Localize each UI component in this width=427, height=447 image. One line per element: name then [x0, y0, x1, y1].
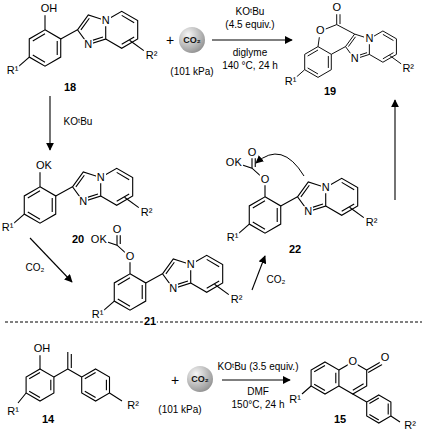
atom-label: N [186, 259, 196, 271]
compound-21 [101, 230, 228, 311]
compound-18 [19, 11, 144, 66]
atom-label: R¹ [6, 406, 20, 418]
atom-label: R¹ [288, 394, 302, 406]
condition-text: CO₂ [25, 263, 46, 274]
atom-label: R¹ [284, 76, 298, 88]
reaction-arrows [30, 40, 395, 380]
compound-number: 19 [323, 86, 337, 98]
atom-label: R¹ [226, 233, 240, 245]
atom-label: O [380, 352, 391, 364]
compound-number: 21 [143, 316, 157, 328]
condition-text: CO₂ [266, 275, 287, 286]
atom-label: O [247, 147, 258, 159]
atom-label: O [348, 356, 359, 368]
atom-label: R² [140, 207, 154, 219]
co2-sphere: CO₂ [187, 366, 213, 392]
atom-label: R² [126, 400, 140, 412]
atom-label: R² [365, 217, 379, 229]
atom-label: OH [33, 343, 52, 355]
plus-sign: + [165, 33, 175, 48]
atom-label: N [96, 172, 106, 184]
condition-text: KOᵗBu [235, 7, 266, 18]
compound-15 [302, 362, 400, 423]
atom-label: R² [401, 63, 415, 75]
compound-number: 18 [63, 82, 77, 94]
atom-label: R² [230, 294, 244, 306]
plus-sign: + [170, 373, 180, 388]
condition-text: KOᵗBu [63, 117, 94, 128]
molecule-label: CO₂ [183, 35, 201, 45]
divider [5, 322, 422, 323]
condition-text: (4.5 equiv.) [224, 20, 275, 31]
compound-number: 15 [333, 414, 347, 426]
condition-text: DMF [246, 387, 270, 398]
atom-label: O [125, 251, 136, 263]
atom-label: OH [40, 3, 59, 15]
atom-label: N [321, 182, 331, 194]
atom-label: OK [225, 157, 243, 169]
atom-label: N [303, 206, 313, 218]
compound-19 [296, 10, 402, 77]
atom-label: O [112, 224, 123, 236]
atom-label: OK [35, 160, 53, 172]
molecule-label: CO₂ [191, 374, 209, 384]
compound-number: 20 [71, 234, 85, 246]
atom-label: R² [403, 420, 417, 432]
atom-label: N [78, 196, 88, 208]
compound-20 [14, 168, 139, 223]
condition-text: 150°C, 24 h [231, 400, 286, 411]
atom-label: R² [145, 50, 159, 62]
compound-number: 14 [41, 414, 55, 426]
compound-14 [18, 352, 122, 403]
compound-number: 22 [288, 244, 302, 256]
atom-label: O [331, 2, 342, 14]
co2-sphere: CO₂ [179, 27, 205, 53]
atom-label: OK [90, 234, 108, 246]
atom-label: R¹ [91, 310, 105, 322]
atom-label: N [350, 53, 360, 65]
atom-label: N [101, 15, 111, 27]
compound-22 [236, 153, 363, 234]
condition-text: KOᵗBu (3.5 equiv.) [217, 362, 300, 373]
atom-label: O [260, 174, 271, 186]
atom-label: N [83, 39, 93, 51]
condition-text: (101 kPa) [169, 67, 214, 78]
condition-text: (101 kPa) [157, 405, 202, 416]
atom-label: R¹ [1, 223, 15, 235]
atom-label: N [364, 33, 374, 45]
condition-text: diglyme [232, 48, 268, 59]
atom-label: N [168, 283, 178, 295]
atom-label: R¹ [6, 66, 20, 78]
condition-text: 140 °C, 24 h [221, 61, 279, 72]
atom-label: O [315, 25, 326, 37]
